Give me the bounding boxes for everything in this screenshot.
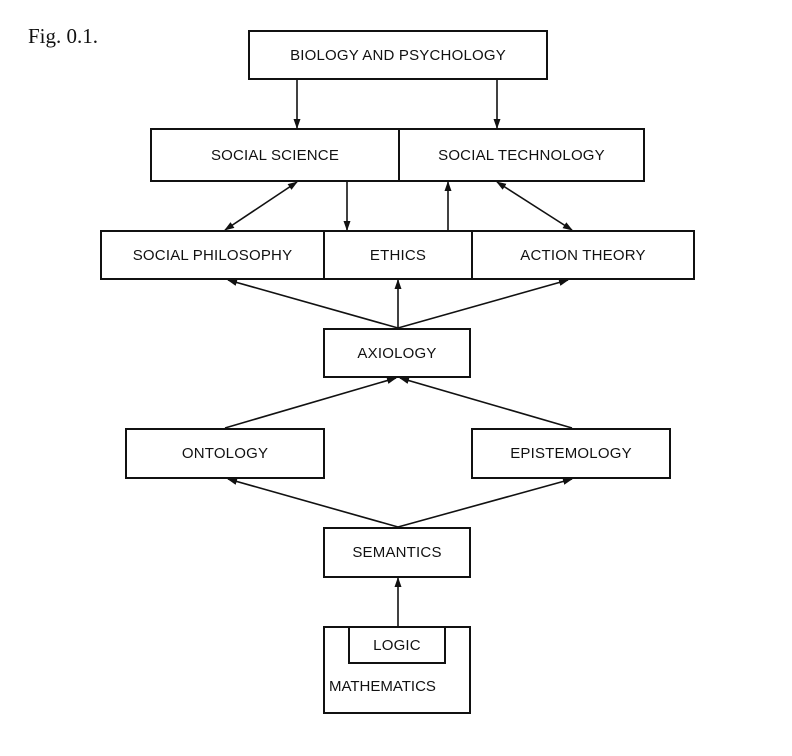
node-mathematics-label: MATHEMATICS: [329, 678, 436, 695]
node-social-science-label: SOCIAL SCIENCE: [210, 146, 340, 164]
node-social-philosophy-label: SOCIAL PHILOSOPHY: [132, 246, 293, 264]
arrow-epistemology-to-axiology: [399, 377, 573, 429]
node-action-theory: ACTION THEORY: [471, 230, 695, 280]
node-social-technology-label: SOCIAL TECHNOLOGY: [438, 146, 605, 164]
arrow-social-technology-action-theory: [496, 181, 573, 231]
node-ontology-label: ONTOLOGY: [181, 445, 269, 462]
node-ethics: ETHICS: [325, 230, 471, 280]
node-social-philosophy: SOCIAL PHILOSOPHY: [100, 230, 325, 280]
node-epistemology-label: EPISTEMOLOGY: [510, 445, 632, 462]
node-ethics-label: ETHICS: [369, 246, 427, 264]
node-social-technology: SOCIAL TECHNOLOGY: [400, 128, 645, 182]
node-action-theory-label: ACTION THEORY: [520, 246, 646, 264]
node-logic: LOGIC: [348, 628, 446, 664]
node-axiology-label: AXIOLOGY: [357, 344, 437, 362]
node-semantics: SEMANTICS: [323, 527, 471, 578]
arrow-semantics-to-epistemology: [397, 478, 573, 528]
node-axiology: AXIOLOGY: [323, 328, 471, 378]
arrow-ontology-to-axiology: [224, 377, 397, 429]
node-ontology: ONTOLOGY: [125, 428, 325, 479]
arrow-semantics-to-ontology: [227, 478, 399, 528]
node-logic-label: LOGIC: [373, 636, 421, 654]
figure-caption: Fig. 0.1.: [28, 24, 99, 48]
arrow-axiology-to-social-philosophy: [227, 279, 399, 329]
node-social-science: SOCIAL SCIENCE: [150, 128, 400, 182]
arrow-axiology-to-action-theory: [397, 279, 569, 329]
node-biology-psychology-label: BIOLOGY AND PSYCHOLOGY: [290, 46, 506, 64]
arrow-social-science-social-philosophy: [224, 181, 298, 231]
node-biology-psychology: BIOLOGY AND PSYCHOLOGY: [248, 30, 548, 80]
node-semantics-label: SEMANTICS: [352, 544, 442, 561]
node-epistemology: EPISTEMOLOGY: [471, 428, 671, 479]
